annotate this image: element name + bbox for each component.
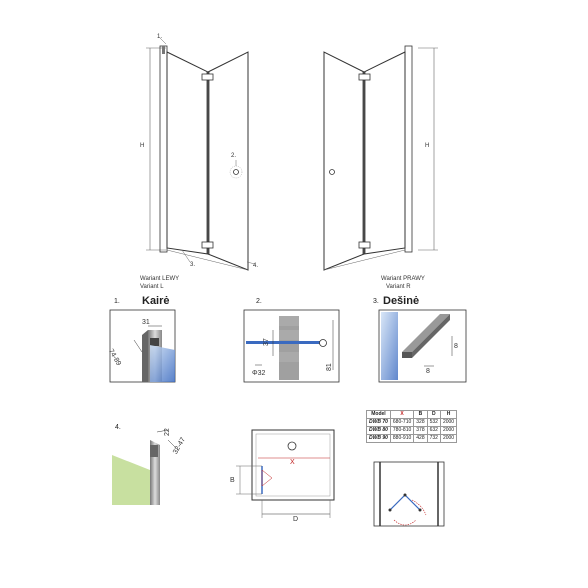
table-row: DWB 70 680-710 328 532 2000 [366,418,458,427]
detail-1-number: 1. [114,298,120,305]
door-right-variant [323,45,438,271]
detail-4-wall-profile [112,429,179,505]
cell-b: 428 [413,434,428,443]
col-x: X [389,410,415,419]
cell-b: 378 [413,426,428,435]
detail-3-title: Dešinė [383,295,420,307]
cell-model: DWB 80 [366,426,391,435]
height-label-left: H [140,143,145,149]
cell-h: 2000 [439,434,458,443]
col-b: B [413,410,428,419]
detail-1-hinge [109,309,176,383]
cell-d: 632 [426,426,441,435]
detail-4-dim-width: 22 [164,428,171,436]
left-variant-sublabel: Variant L [140,284,164,290]
plan-b-label: B [230,477,235,484]
table-header-row: Model X B D H [366,410,458,419]
right-variant-label: Wariant PRAWY [381,276,425,282]
cell-d: 732 [426,434,441,443]
detail-2-dim-diameter: Φ32 [252,370,266,377]
table-row: DWB 80 780-810 378 632 2000 [366,426,458,435]
cell-b: 328 [413,418,428,427]
cell-h: 2000 [439,426,458,435]
cell-x: 680-710 [389,418,415,427]
callout-4: 4. [253,263,259,269]
detail-4-number: 4. [115,424,121,431]
cell-x: 880-910 [389,434,415,443]
dimension-table: Model X B D H DWB 70 680-710 328 532 200… [366,410,458,443]
plan-x-label: X [290,459,295,466]
door-left-variant [146,37,256,271]
cell-model: DWB 70 [366,418,391,427]
detail-2-dim-height: 37 [263,338,270,346]
col-model: Model [366,410,391,419]
callout-2: 2. [231,153,237,159]
table-row: DWB 90 880-910 428 732 2000 [366,434,458,443]
height-label-right: H [425,143,430,149]
detail-1-dim-width: 31 [142,319,150,326]
col-h: H [439,410,458,419]
detail-3-dim-height: 8 [454,343,458,350]
callout-1: 1. [157,34,163,40]
plan-d-label: D [293,516,299,523]
detail-1-title: Kairė [142,295,170,307]
cell-d: 532 [426,418,441,427]
cell-x: 780-810 [389,426,415,435]
detail-3-dim-width: 8 [426,368,430,375]
detail-2-number: 2. [256,298,262,305]
cell-model: DWB 90 [366,434,391,443]
col-d: D [426,410,441,419]
detail-3-number: 3. [373,298,379,305]
detail-2-dim-total: 81 [326,363,333,371]
swing-diagram [373,461,445,527]
left-variant-label: Wariant LEWY [140,276,180,282]
callout-3: 3. [190,262,196,268]
cell-h: 2000 [439,418,458,427]
plan-view [236,429,335,518]
right-variant-sublabel: Variant R [386,284,411,290]
detail-3-seal [378,309,467,383]
detail-2-handle [243,309,340,383]
